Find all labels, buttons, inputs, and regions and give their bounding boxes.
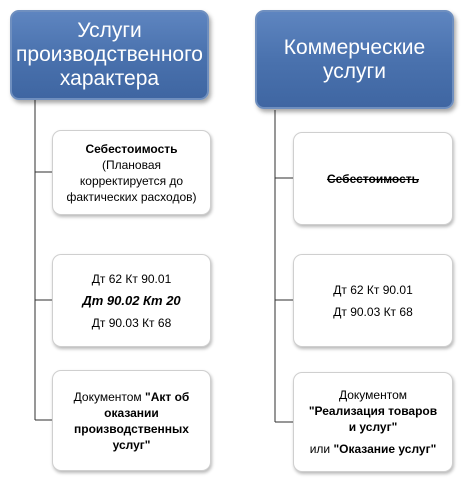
left-entry-1: Дт 62 Кт 90.01	[91, 271, 172, 286]
right-doc-line-1: Документом	[338, 388, 408, 402]
left-entry-2: Дт 90.02 Кт 20	[82, 292, 181, 308]
left-cost-line-2: корректируется до	[79, 173, 184, 188]
left-header-line-1: Услуги	[77, 19, 142, 42]
right-cost-title: Себестоимость	[326, 171, 420, 186]
right-entry-1: Дт 62 Кт 90.01	[333, 282, 413, 297]
right-header-line-1: Коммерческие	[283, 35, 426, 59]
left-cost-line-3: фактических расходов)	[66, 189, 197, 204]
right-doc-line-4-bold: "Оказание услуг"	[333, 442, 437, 456]
left-doc-title-4: услуг"	[112, 437, 151, 452]
right-entries-box: Дт 62 Кт 90.01 Дт 90.03 Кт 68	[293, 254, 453, 347]
right-cost-box: Себестоимость	[293, 132, 453, 225]
right-doc-line-2: "Реализация товаров	[308, 404, 438, 418]
right-doc-line-3: и услуг"	[348, 420, 398, 434]
left-doc-title-3: производственных	[74, 421, 189, 436]
right-entry-2: Дт 90.03 Кт 68	[333, 304, 413, 319]
right-doc-box: Документом "Реализация товаров и услуг" …	[293, 372, 453, 472]
left-cost-box: Себестоимость (Плановая корректируется д…	[52, 130, 211, 215]
left-doc-prefix: Документом	[73, 389, 146, 404]
left-cost-line-1: (Плановая	[101, 157, 161, 172]
left-doc-title-2: оказании	[104, 405, 159, 420]
left-header-line-3: характера	[59, 67, 160, 90]
right-header-line-2: услуги	[323, 59, 386, 83]
left-doc-title-1: "Акт об	[145, 389, 190, 404]
left-header-line-2: производственного	[16, 43, 203, 66]
left-doc-line-1: Документом "Акт об	[74, 389, 190, 405]
right-header: Коммерческие услуги	[255, 10, 454, 109]
left-entry-3: Дт 90.03 Кт 68	[91, 315, 172, 330]
left-doc-box: Документом "Акт об оказании производстве…	[52, 370, 211, 471]
left-cost-title: Себестоимость	[85, 141, 178, 156]
right-doc-line-4-prefix: или	[309, 442, 334, 456]
right-doc-line-4: или "Оказание услуг"	[310, 441, 437, 457]
left-header: Услуги производственного характера	[10, 10, 209, 100]
left-entries-box: Дт 62 Кт 90.01 Дт 90.02 Кт 20 Дт 90.03 К…	[52, 254, 211, 347]
